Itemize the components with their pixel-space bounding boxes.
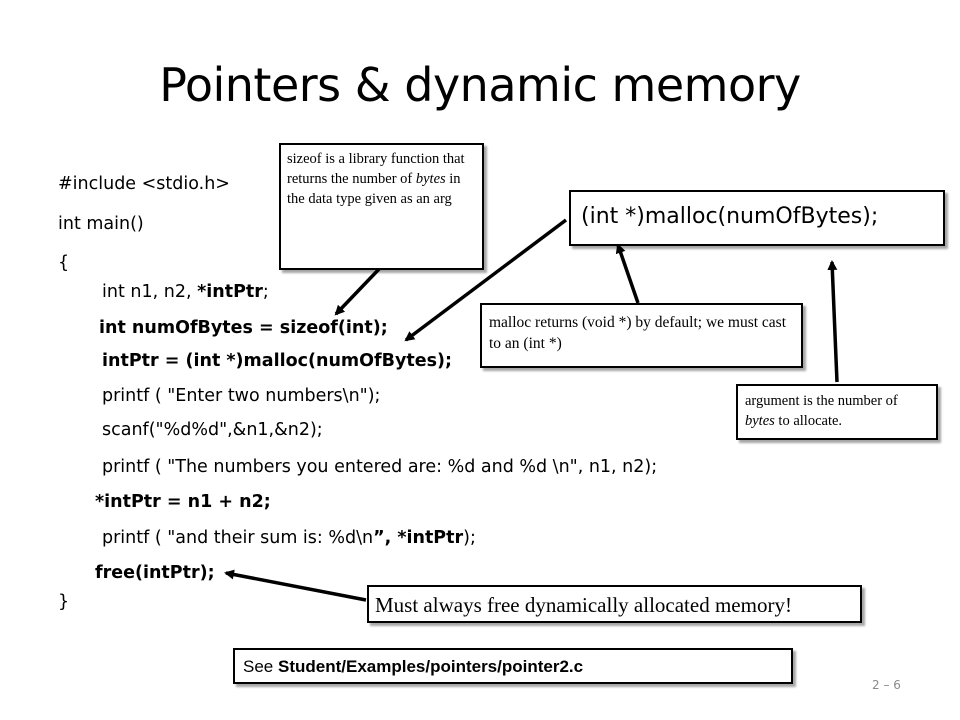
code-line-close-brace: } <box>58 592 70 612</box>
decl-suffix: ; <box>262 282 269 302</box>
decl-pointer: *intPtr <box>197 282 263 302</box>
see-file-note: See Student/Examples/pointers/pointer2.c <box>233 648 793 684</box>
slide-title: Pointers & dynamic memory <box>159 58 801 112</box>
arrow-sizeof-to-code <box>334 265 383 316</box>
code-line-numofbytes: int numOfBytes = sizeof(int); <box>99 318 388 338</box>
code-line-printf-enter: printf ( "Enter two numbers\n"); <box>102 386 381 406</box>
code-line-free: free(intPtr); <box>95 563 215 583</box>
sizeof-note-text-1: sizeof is a library function that return… <box>287 151 465 187</box>
free-memory-note: Must always free dynamically allocated m… <box>367 585 862 623</box>
printf-sum-bold: ”, *intPtr <box>373 528 464 548</box>
code-line-main: int main() <box>58 214 144 234</box>
malloc-call-box: (int *)malloc(numOfBytes); <box>569 190 945 246</box>
printf-sum-prefix: printf ( "and their sum is: %d\n <box>102 528 374 548</box>
arrow-malloc-returns-to-cast <box>615 243 640 304</box>
code-line-printf-numbers: printf ( "The numbers you entered are: %… <box>102 457 658 477</box>
argument-note-text-2: to allocate. <box>774 413 843 429</box>
slide-number: 2 – 6 <box>872 678 901 692</box>
decl-prefix: int n1, n2, <box>102 282 198 302</box>
code-line-declarations: int n1, n2, *intPtr; <box>102 282 269 302</box>
arrow-free-note-to-code <box>224 569 367 602</box>
argument-note: argument is the number of bytes to alloc… <box>736 384 938 440</box>
code-line-assign: *intPtr = n1 + n2; <box>95 492 271 512</box>
sizeof-note: sizeof is a library function that return… <box>279 143 484 270</box>
malloc-returns-note: malloc returns (void *) by default; we m… <box>480 303 803 368</box>
code-line-include: #include <stdio.h> <box>58 174 230 194</box>
printf-sum-suffix: ); <box>463 528 476 548</box>
sizeof-note-italic: bytes <box>415 171 446 187</box>
see-prefix: See <box>243 657 278 676</box>
code-line-printf-sum: printf ( "and their sum is: %d\n”, *intP… <box>102 528 476 548</box>
arrow-malloc-call-to-code <box>404 218 568 342</box>
arrow-arg-to-numofbytes <box>827 260 839 383</box>
see-file-path: Student/Examples/pointers/pointer2.c <box>277 657 584 676</box>
argument-note-italic: bytes <box>745 413 775 429</box>
code-line-open-brace: { <box>58 253 70 273</box>
sizeof-note-text-2: in the data type given as an arg <box>287 171 461 207</box>
argument-note-text-1: argument is the number of <box>745 393 898 409</box>
code-line-scanf: scanf("%d%d",&n1,&n2); <box>102 420 323 440</box>
code-line-malloc: intPtr = (int *)malloc(numOfBytes); <box>102 351 453 371</box>
